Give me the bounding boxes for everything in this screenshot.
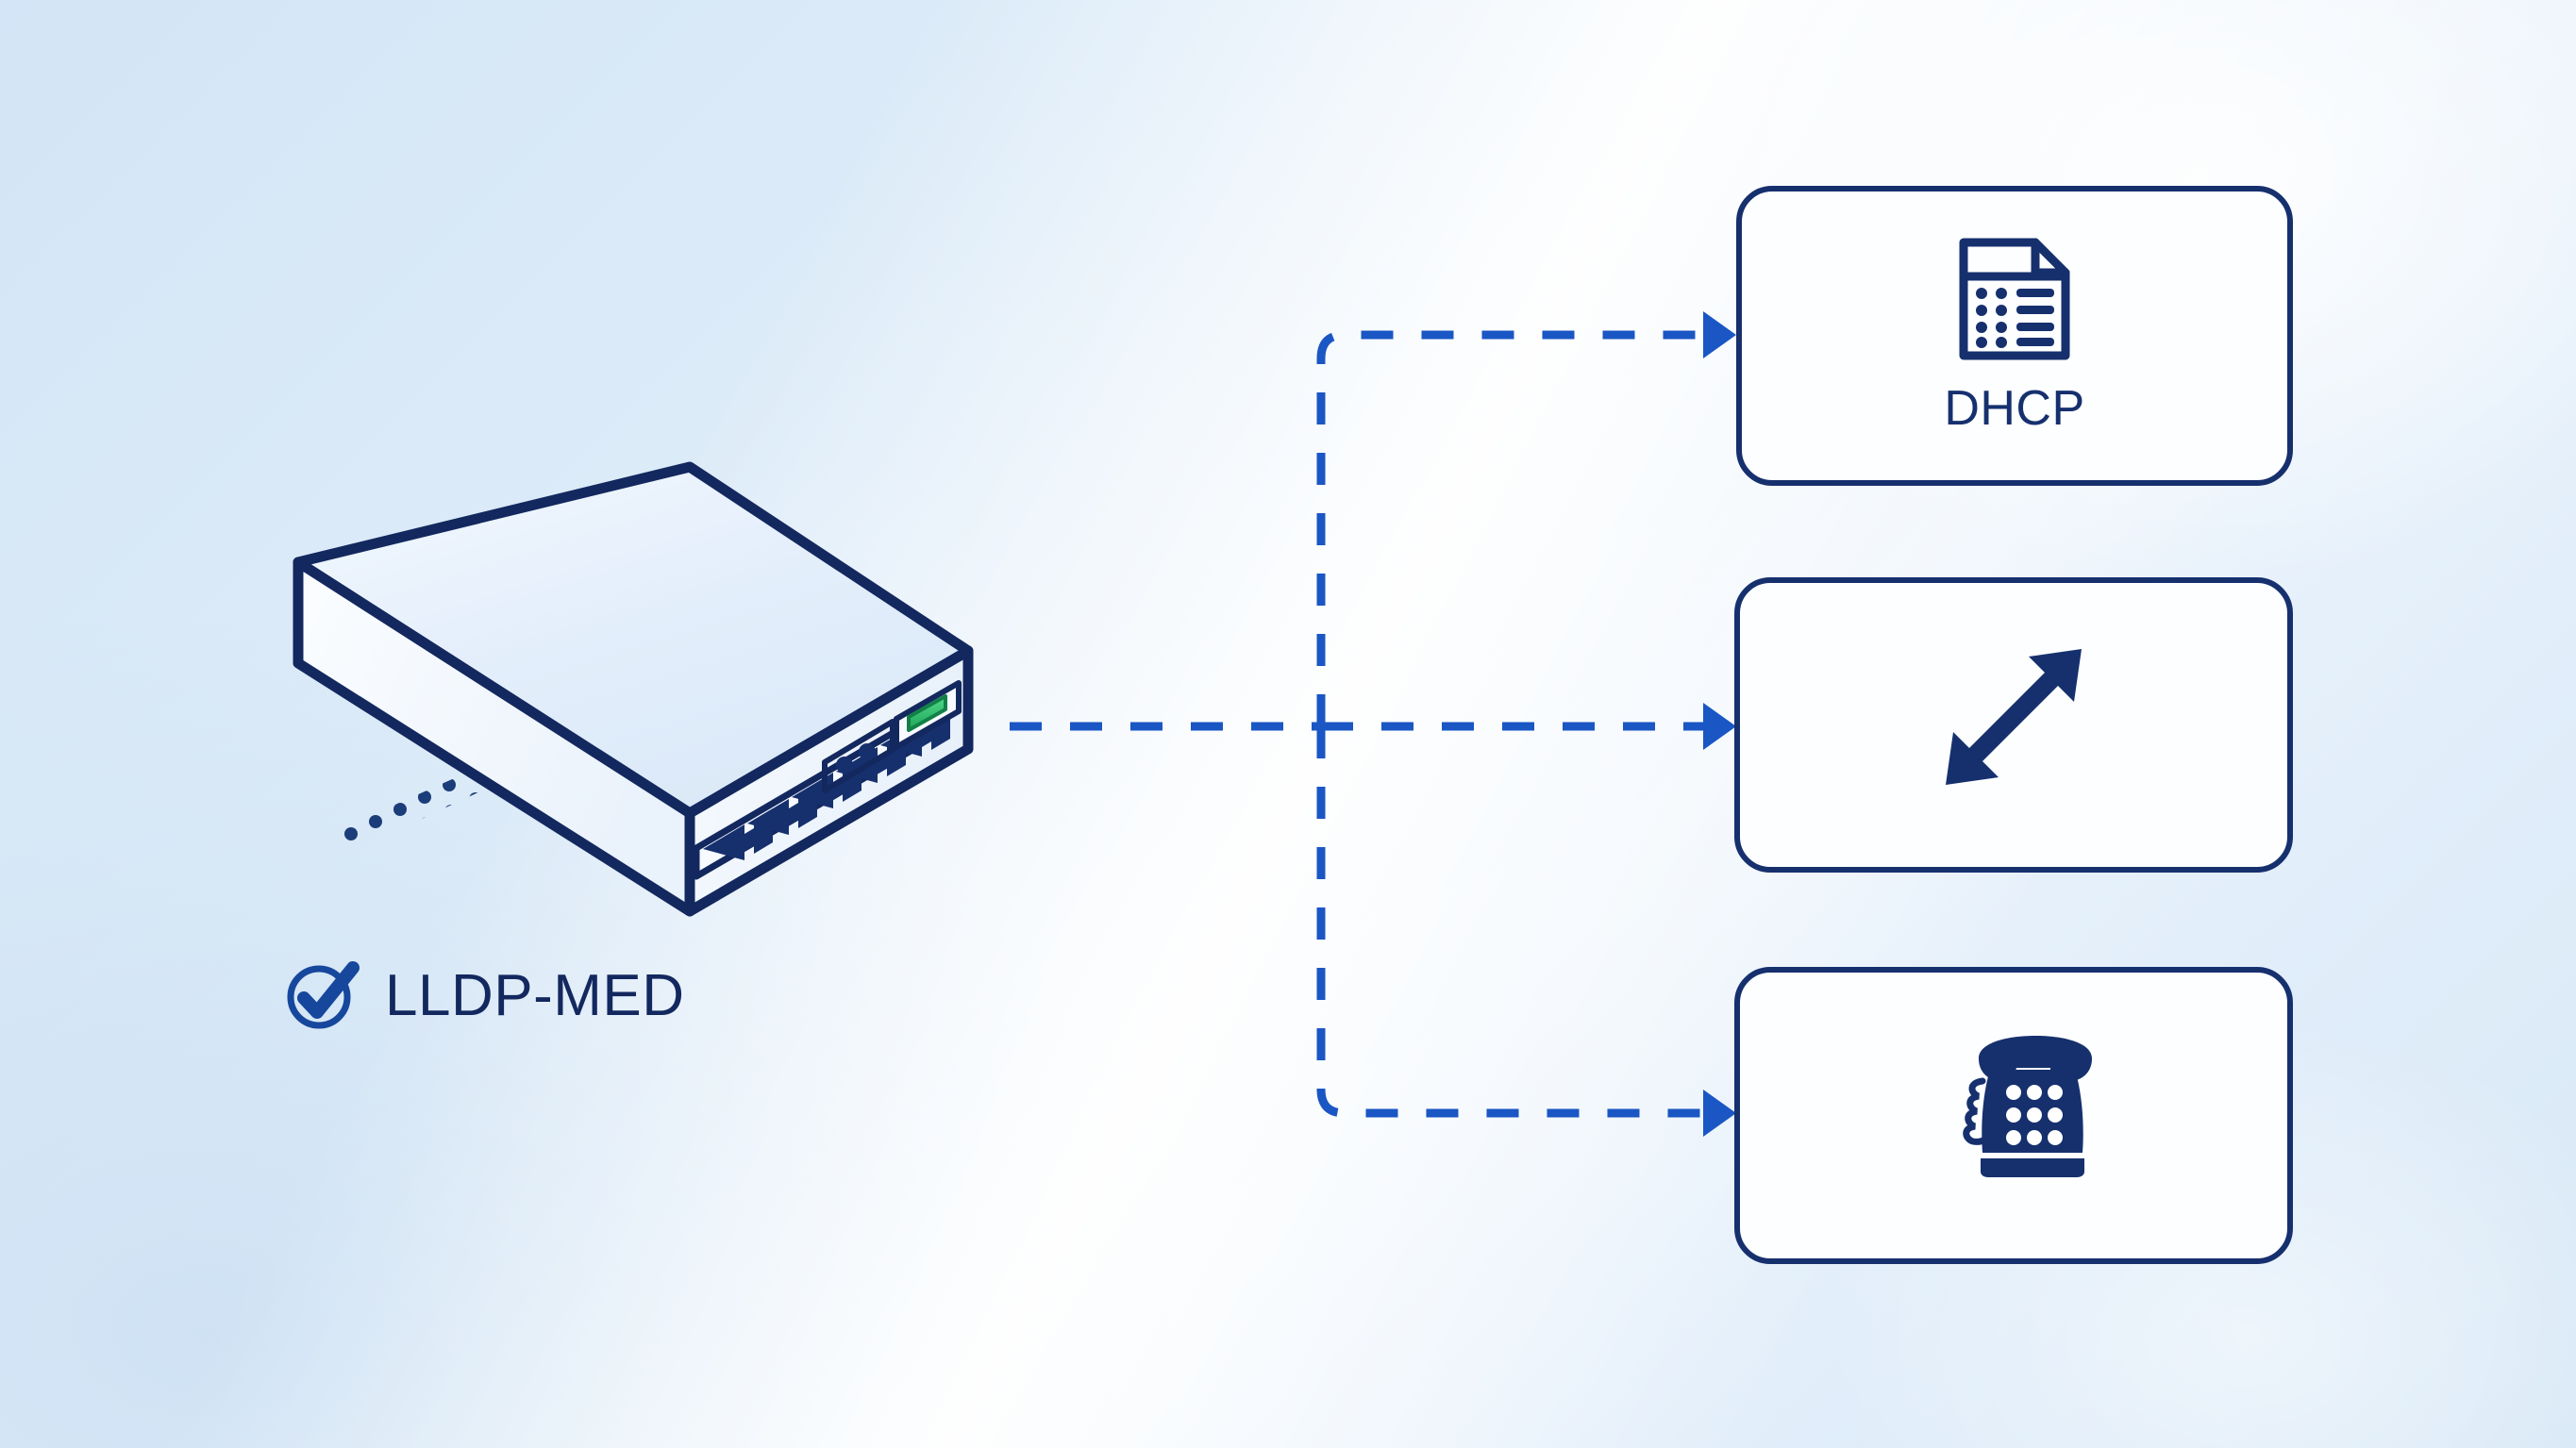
connector-to-voice xyxy=(1316,726,1703,1118)
connector-arrowheads xyxy=(1703,311,1736,1137)
power-led-green xyxy=(907,694,947,732)
arrowhead-dhcp xyxy=(1703,311,1736,358)
phone-keypad xyxy=(2006,1084,2063,1145)
card-dhcp[interactable]: DHCP xyxy=(1736,186,2293,486)
device-label-text: LLDP-MED xyxy=(385,962,685,1028)
switch-led-bay xyxy=(822,719,895,793)
arrowhead-link-negotiation xyxy=(1703,703,1736,750)
switch-status-led xyxy=(836,757,853,774)
connector-to-dhcp xyxy=(1010,330,1703,731)
arrowhead-voice xyxy=(1703,1090,1736,1137)
device-label: LLDP-MED xyxy=(281,956,685,1035)
check-circle-icon xyxy=(281,956,360,1035)
card-voice[interactable] xyxy=(1734,967,2293,1264)
phone-cord xyxy=(1963,1077,1999,1145)
desk-phone-icon xyxy=(1924,1032,2103,1183)
switch-chassis xyxy=(293,461,974,917)
card-link-negotiation[interactable] xyxy=(1734,577,2293,873)
phone-body xyxy=(1982,1059,2083,1153)
diagonal-double-arrow-icon xyxy=(1938,641,2089,792)
card-label-dhcp: DHCP xyxy=(1944,381,2085,436)
phone-base xyxy=(1981,1157,2084,1177)
document-list-icon xyxy=(1952,235,2077,363)
switch-status-led xyxy=(859,743,876,760)
